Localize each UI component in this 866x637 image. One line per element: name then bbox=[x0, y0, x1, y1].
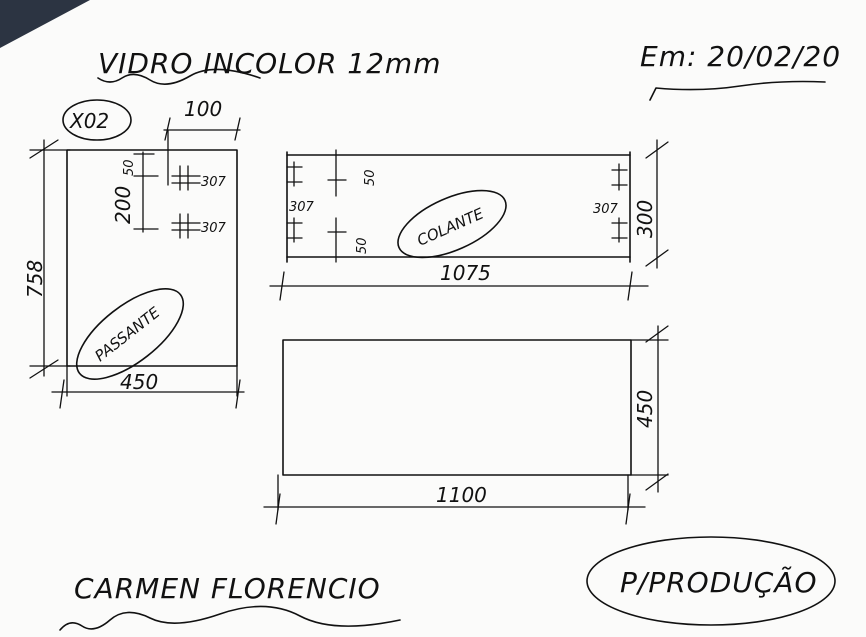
hole-label-top: 307 bbox=[201, 175, 227, 190]
type-label: PASSANTE bbox=[91, 303, 163, 365]
destination-label: P/PRODUÇÃO bbox=[620, 566, 818, 599]
title-underline bbox=[97, 68, 261, 85]
date-text: Em: 20/02/20 bbox=[640, 40, 841, 73]
dim-1100-label: 1100 bbox=[436, 483, 487, 507]
hole-label-bottom: 307 bbox=[201, 221, 227, 236]
tick bbox=[645, 249, 669, 267]
page-corner-shadow bbox=[0, 0, 90, 48]
tick bbox=[645, 325, 669, 343]
quantity-circle bbox=[62, 99, 132, 141]
hole-symbol-top bbox=[171, 165, 201, 191]
dim-450-label: 450 bbox=[120, 370, 158, 394]
tick bbox=[279, 271, 285, 301]
glass-panel-3 bbox=[282, 339, 632, 476]
tick bbox=[29, 359, 59, 379]
hole-symbol-right-bottom bbox=[611, 217, 628, 243]
dim-450-label: 450 bbox=[633, 390, 657, 428]
piece-1: X02 100 50 200 307 bbox=[23, 97, 245, 409]
client-underline bbox=[59, 605, 401, 631]
dim-50-top-label: 50 bbox=[363, 169, 378, 186]
dim-200-label: 200 bbox=[111, 186, 135, 224]
client-name: CARMEN FLORENCIO bbox=[74, 572, 381, 605]
dim-100-label: 100 bbox=[184, 97, 222, 121]
tick bbox=[235, 379, 241, 409]
title-text: VIDRO INCOLOR 12mm bbox=[98, 47, 441, 80]
quantity-label: X02 bbox=[69, 109, 109, 133]
dim-1075-label: 1075 bbox=[440, 261, 491, 285]
hole-symbol-bottom bbox=[171, 213, 201, 239]
date-underline bbox=[649, 80, 826, 101]
tick bbox=[645, 141, 669, 159]
glass-panel-1 bbox=[66, 149, 238, 367]
tick bbox=[164, 117, 171, 141]
piece-2: 307 307 50 50 300 1075 bbox=[269, 139, 669, 301]
hole-symbol-left-bottom bbox=[286, 217, 303, 243]
hole-symbol-right-top bbox=[611, 163, 628, 191]
tick bbox=[59, 379, 65, 409]
destination-oval bbox=[586, 536, 836, 626]
tick bbox=[627, 271, 633, 301]
dim-50-label: 50 bbox=[122, 159, 137, 176]
hole-symbol-left-top bbox=[286, 161, 303, 187]
tick bbox=[29, 139, 59, 159]
hole-label-left: 307 bbox=[289, 200, 315, 215]
type-oval bbox=[75, 288, 185, 380]
type-oval bbox=[397, 189, 507, 259]
piece-3: 450 1100 bbox=[263, 325, 669, 525]
dim-758-label: 758 bbox=[23, 260, 47, 298]
tick bbox=[234, 117, 241, 141]
tick bbox=[645, 473, 669, 491]
dim-300-label: 300 bbox=[633, 200, 657, 238]
type-label: COLANTE bbox=[414, 204, 486, 249]
hole-label-right: 307 bbox=[593, 202, 619, 217]
dim-50-bottom-label: 50 bbox=[355, 237, 370, 254]
